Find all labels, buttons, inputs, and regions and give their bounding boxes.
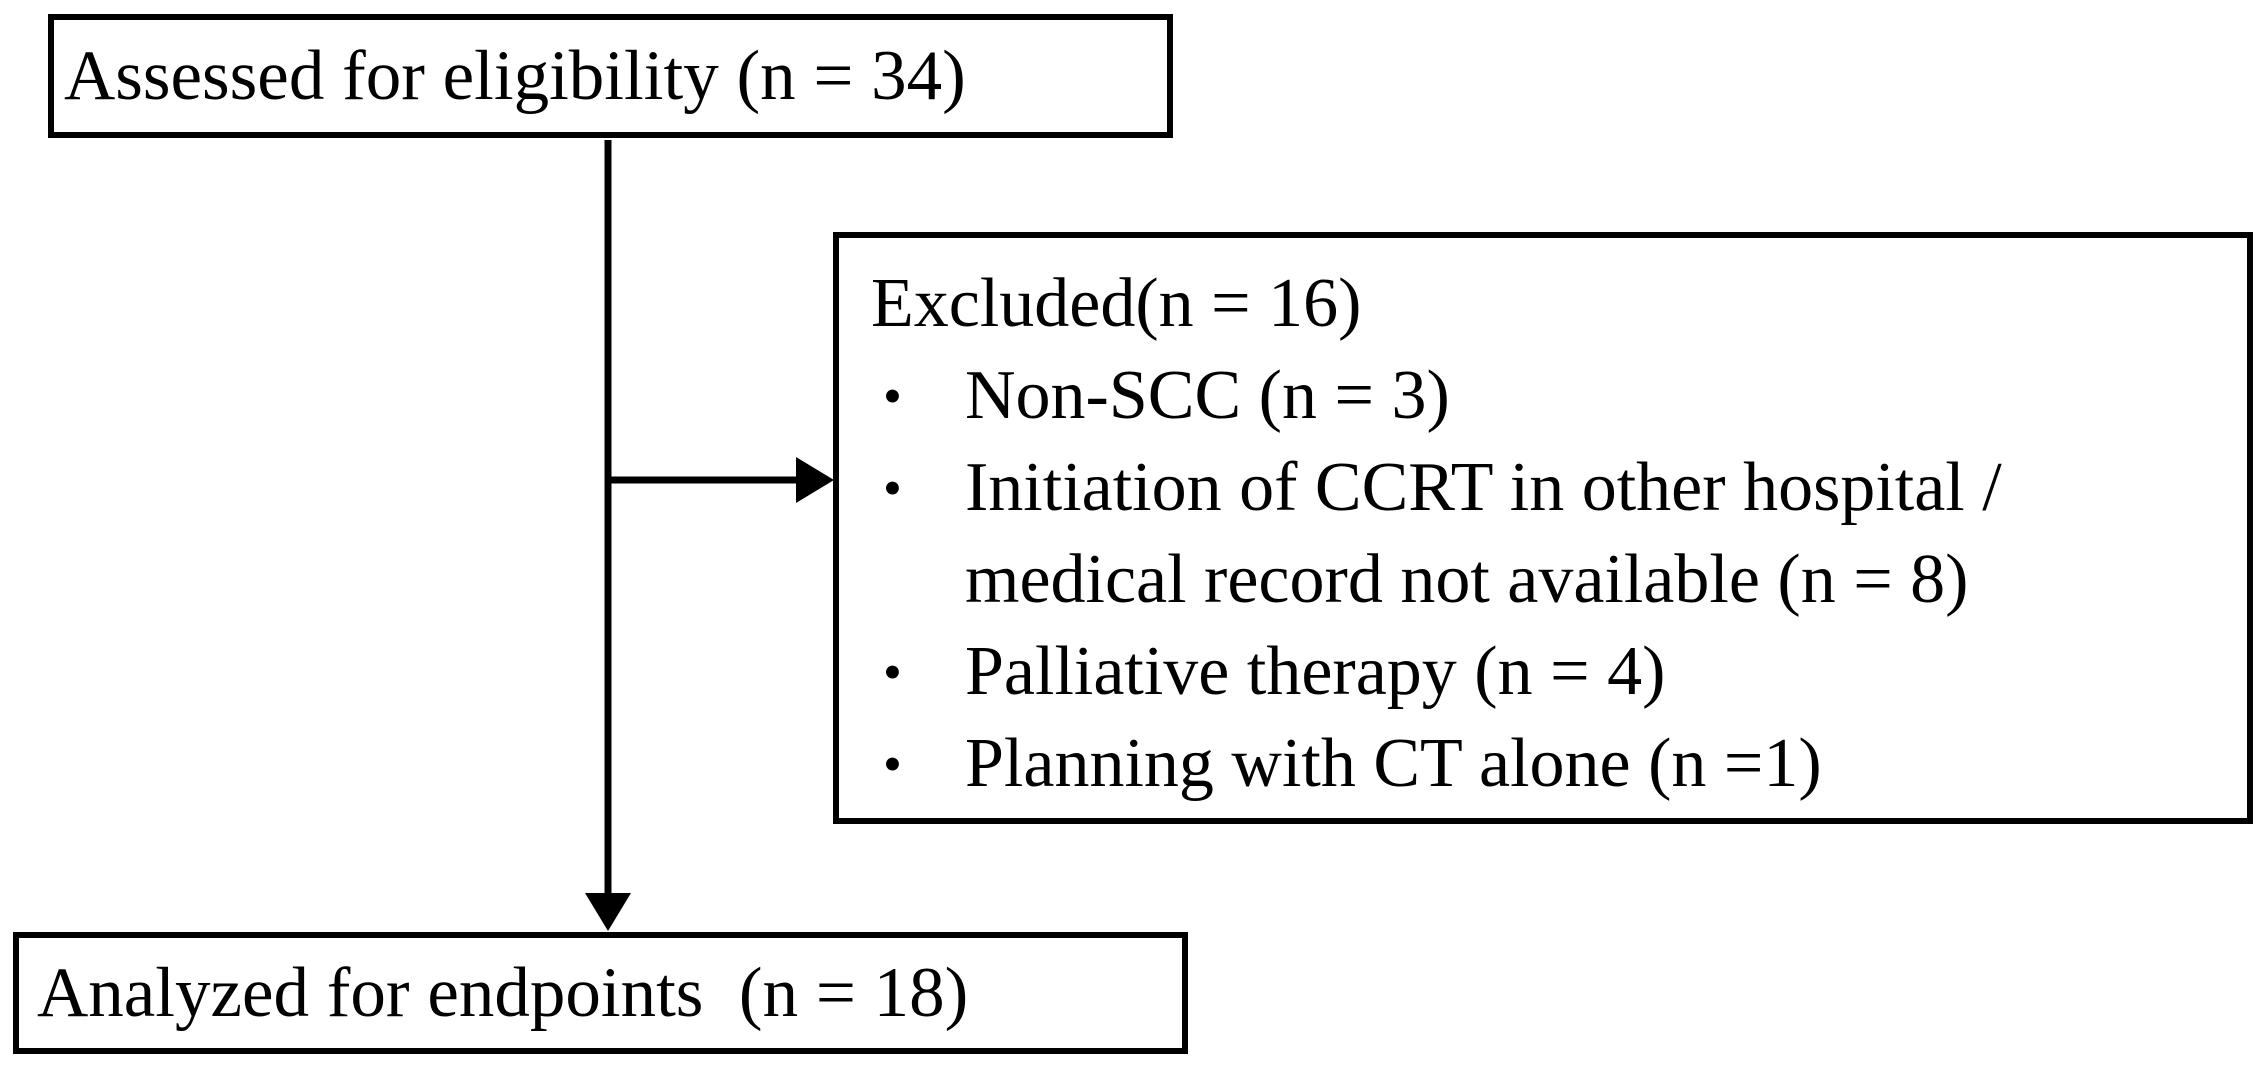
assessed-eligibility-label: Assessed for eligibility (n = 34) — [64, 36, 966, 115]
excluded-reason-label: Planning with CT alone (n =1) — [965, 725, 1822, 802]
bullet-icon: • — [883, 734, 902, 794]
bullet-icon: • — [883, 642, 902, 702]
arrowhead-right-icon — [796, 457, 834, 503]
excluded-title: Excluded(n = 16) — [871, 265, 1362, 342]
excluded-reasons-list: • Non-SCC (n = 3) • Initiation of CCRT i… — [871, 350, 2229, 810]
box-excluded: Excluded(n = 16) • Non-SCC (n = 3) • Ini… — [833, 232, 2253, 824]
box-analyzed-endpoints: Analyzed for endpoints (n = 18) — [13, 932, 1188, 1054]
bullet-icon: • — [883, 458, 902, 518]
excluded-reason-label: Palliative therapy (n = 4) — [965, 633, 1666, 710]
excluded-reason-item: • Initiation of CCRT in other hospital /… — [883, 442, 2229, 626]
arrow-down-connector — [585, 140, 631, 931]
excluded-reason-label: Non-SCC (n = 3) — [965, 357, 1450, 434]
box-assessed-eligibility: Assessed for eligibility (n = 34) — [48, 14, 1173, 138]
excluded-reason-item: • Non-SCC (n = 3) — [883, 350, 2229, 442]
arrowhead-down-icon — [585, 893, 631, 931]
bullet-icon: • — [883, 366, 902, 426]
excluded-reason-label: Initiation of CCRT in other hospital / m… — [965, 449, 2002, 618]
excluded-reason-item: • Palliative therapy (n = 4) — [883, 626, 2229, 718]
analyzed-endpoints-label: Analyzed for endpoints (n = 18) — [37, 953, 969, 1032]
excluded-reason-item: • Planning with CT alone (n =1) — [883, 718, 2229, 810]
arrow-right-connector — [605, 457, 834, 503]
